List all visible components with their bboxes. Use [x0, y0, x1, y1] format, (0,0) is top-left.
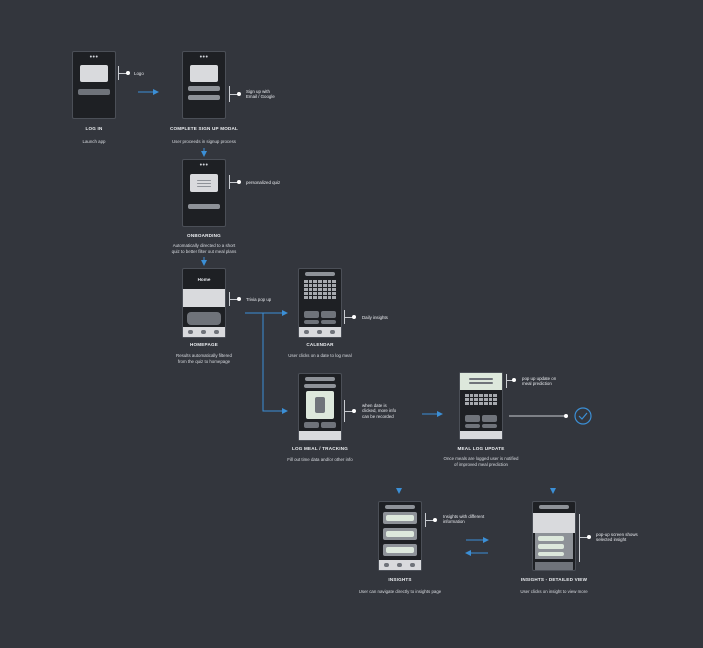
log-meal-popup[interactable] — [306, 391, 334, 419]
logo-placeholder — [80, 65, 108, 82]
selected-insight-popup[interactable] — [533, 513, 575, 533]
login-button[interactable] — [78, 89, 110, 95]
calendar-note: Daily insights — [362, 315, 388, 320]
meal-log-update-screen[interactable] — [459, 372, 503, 440]
insight-card[interactable] — [383, 528, 417, 540]
continue-button[interactable] — [188, 204, 220, 209]
onboarding-note: personalized quiz — [246, 180, 281, 185]
meal-form[interactable] — [315, 397, 325, 413]
meal-log-update-title: MEAL LOG UPDATE — [457, 446, 505, 451]
signup-caption: User proceeds in signup process — [172, 139, 236, 144]
homepage-screen[interactable]: Home — [182, 268, 226, 338]
insight-tile[interactable] — [304, 311, 319, 318]
insight-tile[interactable] — [321, 320, 336, 324]
insight-tile[interactable] — [321, 311, 336, 318]
prediction-popup[interactable] — [460, 373, 502, 390]
bottom-nav — [299, 431, 341, 440]
nav-calendar-icon[interactable] — [397, 563, 402, 567]
homepage-title: HOMEPAGE — [189, 342, 219, 347]
log-meal-title: LOG MEAL / TRACKING — [291, 446, 349, 451]
logo-placeholder — [190, 65, 218, 82]
calendar-grid[interactable] — [465, 394, 497, 405]
arrow-home-branch — [245, 312, 288, 414]
log-meal-caption: Fill out time data and/or other info — [287, 457, 353, 462]
onboarding-title: ONBOARDING — [187, 233, 221, 238]
insights-title: INSIGHTS — [388, 577, 412, 582]
meal-card[interactable] — [187, 312, 221, 325]
bottom-nav — [183, 327, 225, 337]
nav-insights-icon[interactable] — [330, 330, 335, 334]
nav-home-icon[interactable] — [384, 563, 389, 567]
nav-insights-icon[interactable] — [214, 330, 219, 334]
month-header — [305, 377, 335, 381]
nav-home-icon[interactable] — [188, 330, 193, 334]
login-title: LOG IN — [85, 126, 103, 131]
nav-home-icon[interactable] — [304, 330, 309, 334]
insights-detail-caption: User clicks on insight to view more — [520, 589, 588, 594]
insight-tile[interactable] — [304, 320, 319, 324]
homepage-note: Trivia pop up — [246, 297, 272, 302]
insight-detail-panel[interactable] — [535, 533, 573, 559]
status-dots: ••• — [89, 54, 99, 61]
insights-detail-screen[interactable] — [532, 501, 576, 571]
bottom-nav — [535, 562, 573, 570]
log-meal-screen[interactable] — [298, 373, 342, 441]
check-circle-icon — [574, 407, 592, 425]
month-header — [305, 272, 335, 276]
bottom-nav — [379, 560, 421, 570]
insights-detail-title: INSIGHTS - DETAILED VIEW — [520, 577, 588, 582]
calendar-title: CALENDAR — [306, 342, 334, 347]
nav-calendar-icon[interactable] — [201, 330, 206, 334]
onboarding-screen[interactable]: ••• — [182, 159, 226, 227]
week-row — [304, 384, 336, 388]
signup-title: COMPLETE SIGN UP MODAL — [169, 126, 239, 131]
signup-screen[interactable]: ••• — [182, 51, 226, 119]
calendar-screen[interactable] — [298, 268, 342, 338]
login-screen[interactable]: ••• — [72, 51, 116, 119]
quiz-card[interactable] — [190, 174, 218, 192]
nav-insights-icon[interactable] — [410, 563, 415, 567]
login-caption: Launch app — [82, 139, 106, 144]
bottom-nav — [299, 327, 341, 337]
home-screen-label: Home — [197, 277, 211, 282]
login-note: Logo — [134, 71, 144, 76]
nav-calendar-icon[interactable] — [317, 330, 322, 334]
calendar-caption: User clicks on a date to log meal — [288, 353, 352, 358]
email-signup-button[interactable] — [188, 86, 220, 91]
trivia-popup[interactable] — [183, 289, 225, 307]
calendar-grid[interactable] — [304, 280, 336, 299]
bottom-nav — [460, 431, 502, 439]
google-signup-button[interactable] — [188, 95, 220, 100]
insight-card[interactable] — [383, 544, 417, 556]
insights-screen[interactable] — [378, 501, 422, 571]
insight-card[interactable] — [383, 512, 417, 524]
insights-caption: User can navigate directly to insights p… — [358, 589, 442, 594]
